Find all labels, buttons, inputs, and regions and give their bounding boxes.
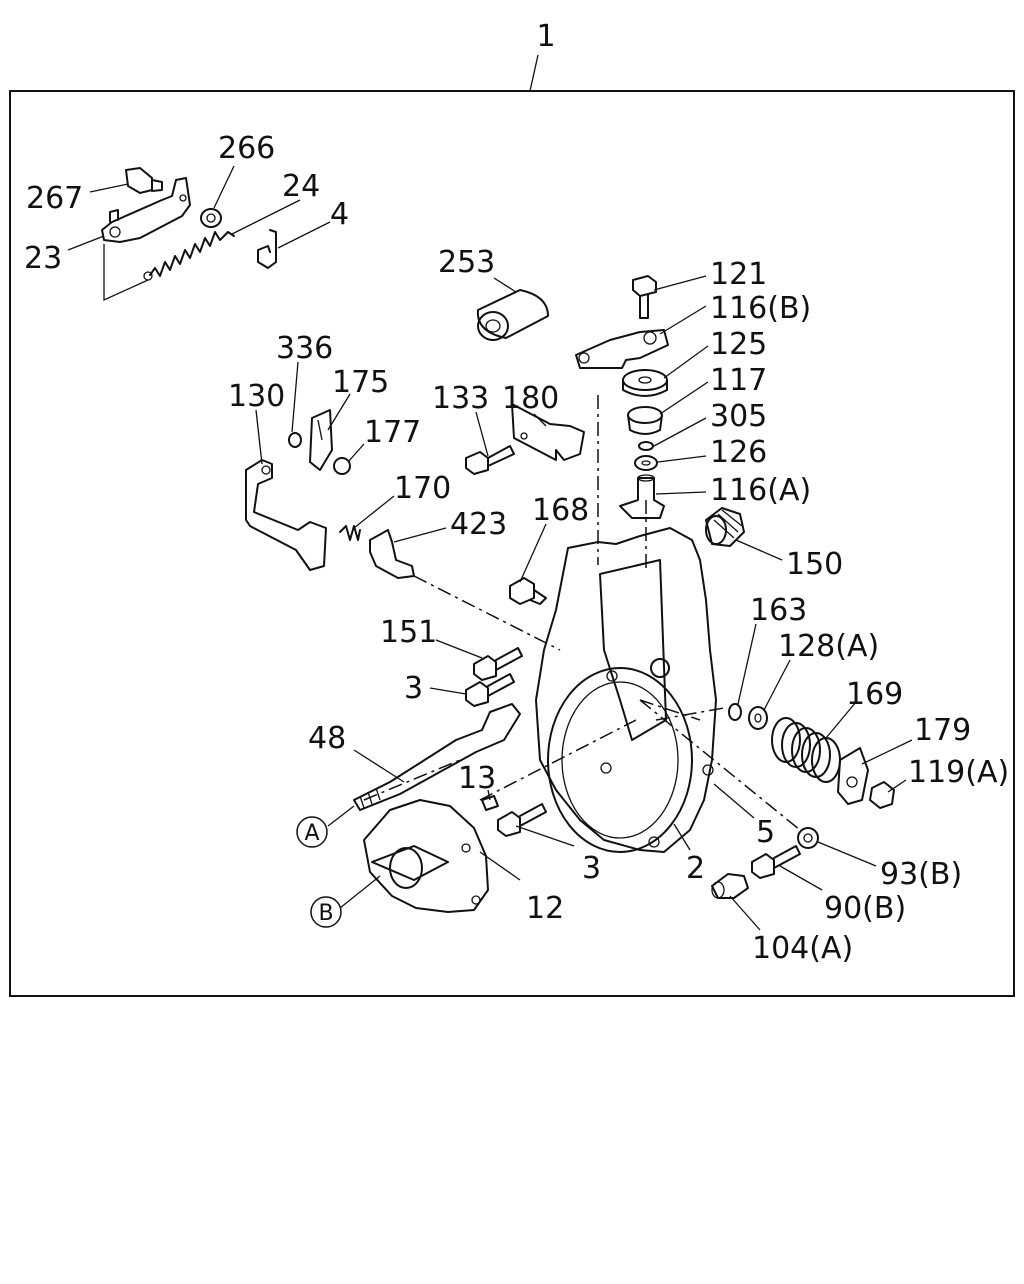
part-3-bolt-lower (497, 803, 547, 837)
callout-150: 150 (786, 547, 843, 582)
callout-125: 125 (710, 327, 767, 362)
callout-3-upper: 3 (404, 671, 423, 706)
part-133-bolt (465, 445, 515, 475)
part-128a-washer (748, 706, 768, 730)
part-90b-bolt (751, 845, 801, 879)
part-117-cup (627, 406, 663, 435)
part-126-washer (634, 455, 658, 471)
callout-267: 267 (26, 181, 83, 216)
part-116a-shaft (619, 474, 665, 519)
callout-2: 2 (686, 851, 705, 886)
part-48-shaft (353, 703, 521, 811)
marker-a: A (296, 805, 355, 848)
part-12-cam-ring (363, 799, 489, 913)
part-93b-washer (797, 827, 819, 849)
part-177-nut (333, 457, 351, 475)
callout-117: 117 (710, 363, 767, 398)
part-24-spring (143, 231, 235, 281)
part-130-bracket (245, 459, 327, 571)
callout-180: 180 (502, 381, 559, 416)
marker-b-label: B (318, 901, 333, 926)
callout-168: 168 (532, 493, 589, 528)
leader-lines (67, 165, 913, 931)
callout-336: 336 (276, 331, 333, 366)
diagram-frame (9, 90, 1015, 997)
part-23-lever (101, 177, 191, 243)
part-175-plate (309, 409, 333, 471)
callout-423: 423 (450, 507, 507, 542)
callout-13: 13 (458, 761, 496, 796)
callout-12: 12 (526, 891, 564, 926)
callout-title: 1 (536, 19, 555, 54)
part-3-bolt-upper (465, 673, 515, 707)
part-125-cap (622, 369, 668, 397)
part-267-bolt (125, 167, 163, 194)
part-179-plate (837, 747, 869, 805)
callout-104a: 104(A) (752, 931, 853, 966)
callout-116a: 116(A) (710, 473, 811, 508)
callout-48: 48 (308, 721, 346, 756)
part-104a-fitting (711, 873, 749, 899)
callout-130: 130 (228, 379, 285, 414)
callout-126: 126 (710, 435, 767, 470)
callout-116b: 116(B) (710, 291, 811, 326)
callout-23: 23 (24, 241, 62, 276)
part-119a-nut (869, 781, 895, 809)
callout-179: 179 (914, 713, 971, 748)
callout-163: 163 (750, 593, 807, 628)
part-168-bolt (509, 577, 547, 605)
callout-90b: 90(B) (824, 891, 906, 926)
callout-151: 151 (380, 615, 437, 650)
part-423-shaft (369, 529, 415, 579)
callout-24: 24 (282, 169, 320, 204)
callout-133: 133 (432, 381, 489, 416)
part-336-washer (288, 432, 302, 448)
part-305-ring (638, 441, 654, 451)
callout-119a: 119(A) (908, 755, 1009, 790)
part-121-bolt (632, 275, 657, 319)
part-150-plug (705, 507, 745, 547)
part-2-housing (535, 527, 717, 853)
callout-170: 170 (394, 471, 451, 506)
marker-a-label: A (304, 821, 319, 846)
callout-305: 305 (710, 399, 767, 434)
part-163-oring (728, 703, 742, 721)
marker-b: B (310, 875, 381, 928)
callout-4: 4 (330, 197, 349, 232)
part-170-spring (339, 525, 361, 541)
part-169-spring (771, 717, 841, 783)
callout-5: 5 (756, 815, 775, 850)
part-253-sleeve (476, 289, 549, 341)
callout-169: 169 (846, 677, 903, 712)
callout-266: 266 (218, 131, 275, 166)
part-266-nut (200, 208, 222, 228)
part-4-clip (257, 229, 277, 269)
callout-93b: 93(B) (880, 857, 962, 892)
callout-253: 253 (438, 245, 495, 280)
part-180-bracket (511, 403, 585, 461)
callout-3-lower: 3 (582, 851, 601, 886)
callout-128a: 128(A) (778, 629, 879, 664)
callout-177: 177 (364, 415, 421, 450)
callout-121: 121 (710, 257, 767, 292)
callout-175: 175 (332, 365, 389, 400)
part-116b-lever (575, 329, 669, 369)
part-151-bolt (473, 647, 523, 681)
